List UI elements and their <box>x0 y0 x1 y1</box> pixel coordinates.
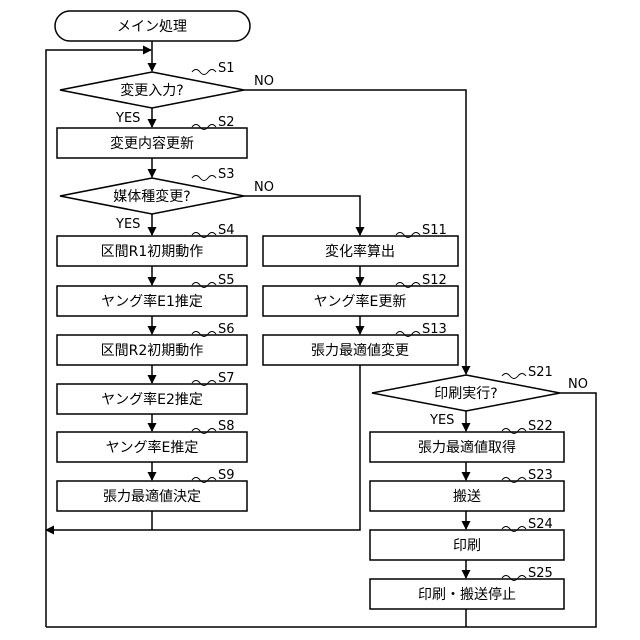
ref-s23: S23 <box>528 468 553 483</box>
decision-s3-label: 媒体種変更? <box>113 188 190 205</box>
ref-s4: S4 <box>218 223 235 238</box>
ref-s12: S12 <box>422 273 447 288</box>
process-s11-label: 変化率算出 <box>325 243 395 260</box>
process-s8-label: ヤング率E推定 <box>106 439 199 456</box>
ref-s6: S6 <box>218 322 235 337</box>
ref-s7: S7 <box>218 371 235 386</box>
ref-s25: S25 <box>528 566 553 581</box>
ref-s8: S8 <box>218 419 235 434</box>
decision-s1-label: 変更入力? <box>120 82 183 99</box>
branch-s21-no: NO <box>568 377 588 392</box>
process-s12-label: ヤング率E更新 <box>314 293 407 310</box>
branch-s1-yes: YES <box>115 111 140 126</box>
process-s4-label: 区間R1初期動作 <box>101 243 204 260</box>
process-s2-label: 変更内容更新 <box>110 135 194 152</box>
start-label: メイン処理 <box>117 19 187 35</box>
process-s23-label: 搬送 <box>453 489 481 505</box>
ref-s24: S24 <box>528 517 553 532</box>
edge-s3-no-s11 <box>244 196 360 235</box>
ref-s1: S1 <box>218 61 235 76</box>
process-s22-label: 張力最適値取得 <box>418 439 516 456</box>
branch-s1-no: NO <box>254 74 274 89</box>
branch-s21-yes: YES <box>429 413 454 428</box>
process-s5-label: ヤング率E1推定 <box>101 293 203 310</box>
ref-s5: S5 <box>218 273 235 288</box>
branch-s3-no: NO <box>254 180 274 195</box>
squiggle-s1 <box>192 70 216 75</box>
branch-s3-yes: YES <box>115 217 140 232</box>
process-s24-label: 印刷 <box>453 538 481 554</box>
ref-s9: S9 <box>218 468 235 483</box>
ref-s13: S13 <box>422 322 447 337</box>
ref-s22: S22 <box>528 419 553 434</box>
process-s6-label: 区間R2初期動作 <box>101 342 204 359</box>
process-s7-label: ヤング率E2推定 <box>101 391 203 408</box>
squiggle-s21 <box>502 374 526 379</box>
ref-s11: S11 <box>422 223 447 238</box>
process-s9-label: 張力最適値決定 <box>103 488 201 505</box>
ref-s2: S2 <box>218 115 235 130</box>
ref-s3: S3 <box>218 167 235 182</box>
decision-s21-label: 印刷実行? <box>434 386 497 402</box>
process-s13-label: 張力最適値変更 <box>311 342 409 359</box>
ref-s21: S21 <box>528 365 553 380</box>
process-s25-label: 印刷・搬送停止 <box>418 586 516 603</box>
squiggle-s3 <box>192 176 216 181</box>
